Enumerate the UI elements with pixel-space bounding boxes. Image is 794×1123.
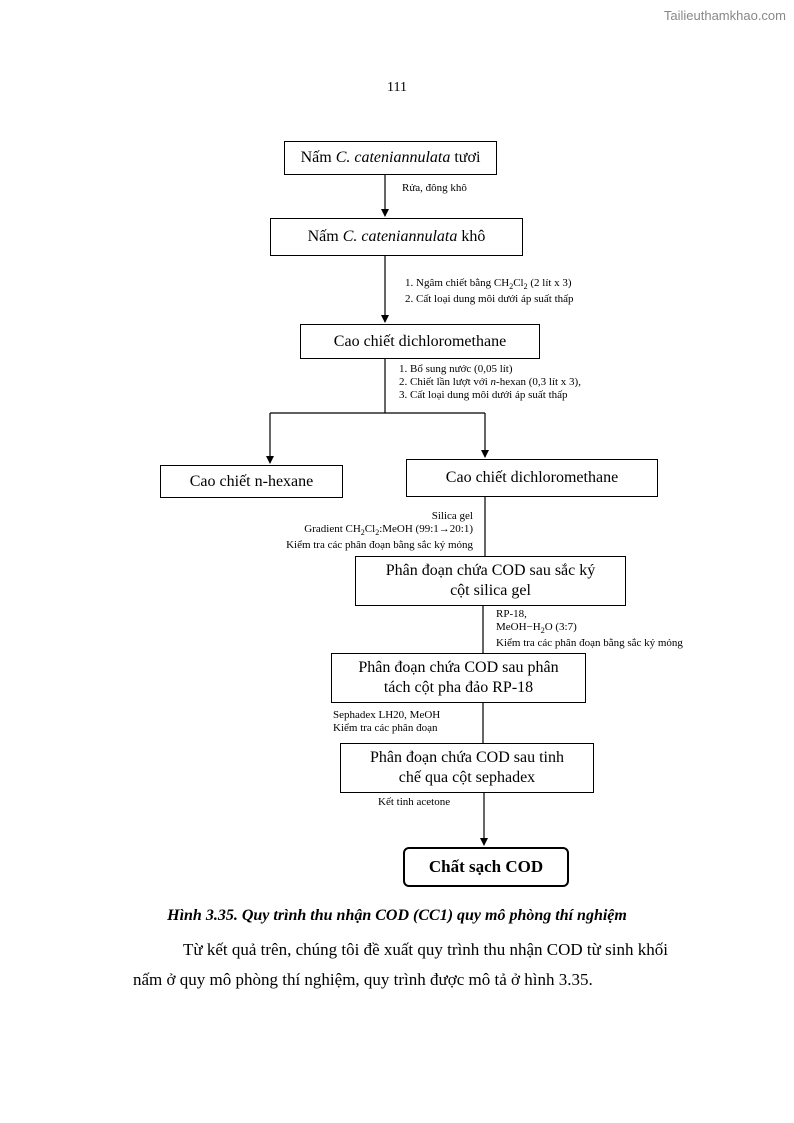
note-sephadex-line2: Kiểm tra các phân đoạn — [333, 722, 438, 734]
box-dichloromethane-extract-2-label: Cao chiết dichloromethane — [445, 469, 619, 486]
box-dried-mushroom: Nấm C. cateniannulata khô — [270, 218, 523, 256]
paragraph-line1: Từ kết quả trên, chúng tôi đề xuất quy t… — [133, 935, 723, 965]
note-wash-dry-text: Rửa, đông khô — [402, 182, 467, 194]
note-silica-line1: Silica gel — [431, 510, 473, 522]
note-rp18-line3: Kiểm tra các phân đoạn bằng sắc ký mỏng — [496, 637, 683, 650]
box-hexane-extract: Cao chiết n-hexane — [160, 465, 343, 498]
note-silica-column: Silica gel Gradient CH2Cl2:MeOH (99:1→20… — [286, 510, 473, 552]
note-partition-line3: 3. Cất loại dung môi dưới áp suất thấp — [399, 389, 568, 401]
page-number: 111 — [387, 80, 407, 95]
note-crystallization: Kết tinh acetone — [378, 796, 450, 809]
note-silica-line2: Gradient CH2Cl2:MeOH (99:1→20:1) — [304, 523, 473, 538]
paragraph-line1-text: Từ kết quả trên, chúng tôi đề xuất quy t… — [183, 940, 668, 959]
note-partition-line1: 1. Bổ sung nước (0,05 lít) — [399, 363, 513, 375]
note-crystallization-text: Kết tinh acetone — [378, 796, 451, 808]
box-dichloromethane-extract-2: Cao chiết dichloromethane — [406, 459, 658, 497]
figure-caption: Hình 3.35. Quy trình thu nhận COD (CC1) … — [167, 907, 627, 924]
watermark: Tailieuthamkhao.com — [663, 8, 786, 23]
box-fresh-mushroom: Nấm C. cateniannulata tươi — [284, 141, 497, 175]
box-dried-mushroom-label: Nấm C. cateniannulata khô — [307, 228, 486, 245]
box-hexane-extract-label: Cao chiết n-hexane — [189, 472, 314, 490]
box-dichloromethane-extract-label: Cao chiết dichloromethane — [333, 332, 507, 350]
paragraph-line2-text: nấm ở quy mô phòng thí nghiệm, quy trình… — [133, 970, 593, 989]
box-pure-cod: Chất sạch COD — [403, 847, 569, 887]
box-pure-cod-label: Chất sạch COD — [428, 857, 544, 876]
note-maceration: 1. Ngâm chiết bằng CH2Cl2 (2 lít x 3) 2.… — [405, 277, 574, 306]
note-sephadex-column: Sephadex LH20, MeOH Kiểm tra các phân đo… — [333, 709, 440, 735]
note-rp18-line2: MeOH−H2O (3:7) — [496, 621, 577, 636]
paragraph-line2: nấm ở quy mô phòng thí nghiệm, quy trình… — [133, 965, 723, 995]
note-rp18-line1: RP-18, — [496, 608, 527, 620]
note-sephadex-line1: Sephadex LH20, MeOH — [333, 709, 441, 721]
note-maceration-line2: 2. Cất loại dung môi dưới áp suất thấp — [405, 293, 574, 306]
note-maceration-line1: 1. Ngâm chiết bằng CH2Cl2 (2 lít x 3) — [405, 277, 572, 292]
box-fresh-mushroom-label: Nấm C. cateniannulata tươi — [300, 149, 481, 166]
note-rp18-column: RP-18, MeOH−H2O (3:7) Kiểm tra các phân … — [496, 608, 683, 650]
note-partition: 1. Bổ sung nước (0,05 lít) 2. Chiết lần … — [399, 363, 581, 402]
box-dichloromethane-extract: Cao chiết dichloromethane — [300, 324, 540, 359]
note-silica-line3: Kiểm tra các phân đoạn bằng sắc ký mỏng — [286, 539, 473, 552]
note-partition-line2: 2. Chiết lần lượt với n-hexan (0,3 lít x… — [399, 376, 581, 388]
note-wash-dry: Rửa, đông khô — [402, 182, 467, 195]
